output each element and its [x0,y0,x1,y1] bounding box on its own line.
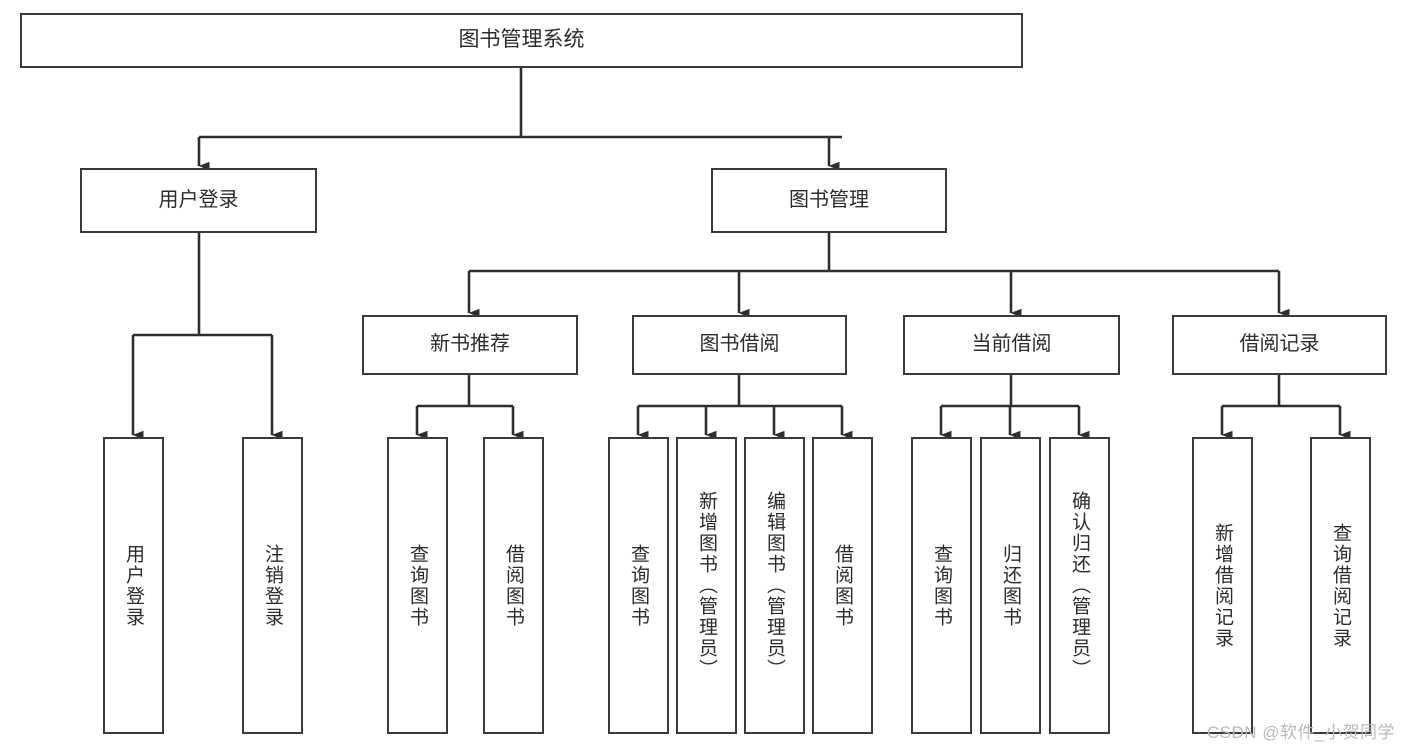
node-leaf-query-book-2-label: 查询图书 [628,543,649,628]
node-root[interactable]: 图书管理系统 [20,13,1023,68]
node-leaf-add-record-label: 新增借阅记录 [1212,522,1233,649]
node-leaf-confirm-return[interactable]: 确认归还（管理员） [1049,437,1110,734]
node-book-manage-label: 图书管理 [789,188,869,211]
node-book-manage[interactable]: 图书管理 [711,168,947,233]
node-leaf-query-record[interactable]: 查询借阅记录 [1310,437,1371,734]
node-leaf-borrow-book-2[interactable]: 借阅图书 [812,437,873,734]
node-leaf-logout-login[interactable]: 注销登录 [242,437,303,734]
node-current-borrow-label: 当前借阅 [971,333,1052,356]
node-leaf-logout-login-label: 注销登录 [262,543,283,628]
node-leaf-borrow-book-2-label: 借阅图书 [832,543,853,628]
node-leaf-user-login-label: 用户登录 [123,543,144,628]
node-leaf-edit-book[interactable]: 编辑图书（管理员） [744,437,805,734]
node-leaf-return-book[interactable]: 归还图书 [980,437,1041,734]
node-current-borrow[interactable]: 当前借阅 [903,315,1120,375]
node-leaf-query-book-2[interactable]: 查询图书 [608,437,669,734]
node-book-borrow-label: 图书借阅 [699,333,780,356]
node-leaf-add-book-label: 新增图书（管理员） [696,491,717,680]
node-new-book-recommend[interactable]: 新书推荐 [362,315,578,375]
node-leaf-query-book-3[interactable]: 查询图书 [911,437,972,734]
node-leaf-user-login[interactable]: 用户登录 [103,437,164,734]
node-leaf-query-book-1-label: 查询图书 [407,543,428,628]
node-leaf-query-book-3-label: 查询图书 [931,543,952,628]
node-leaf-borrow-book-1[interactable]: 借阅图书 [483,437,544,734]
node-new-book-recommend-label: 新书推荐 [430,333,510,356]
node-leaf-add-book[interactable]: 新增图书（管理员） [676,437,737,734]
csdn-watermark: CSDN @软件_小贺同学 [1206,723,1395,742]
node-user-login[interactable]: 用户登录 [80,168,317,233]
node-leaf-confirm-return-label: 确认归还（管理员） [1069,491,1090,680]
node-root-label: 图书管理系统 [458,28,585,52]
node-book-borrow[interactable]: 图书借阅 [632,315,847,375]
node-user-login-label: 用户登录 [158,188,239,211]
node-leaf-query-record-label: 查询借阅记录 [1330,522,1351,649]
node-leaf-add-record[interactable]: 新增借阅记录 [1192,437,1253,734]
node-leaf-return-book-label: 归还图书 [1000,543,1021,628]
node-leaf-query-book-1[interactable]: 查询图书 [387,437,448,734]
node-borrow-record[interactable]: 借阅记录 [1172,315,1387,375]
node-leaf-edit-book-label: 编辑图书（管理员） [764,491,785,680]
node-borrow-record-label: 借阅记录 [1239,333,1320,356]
node-leaf-borrow-book-1-label: 借阅图书 [503,543,524,628]
